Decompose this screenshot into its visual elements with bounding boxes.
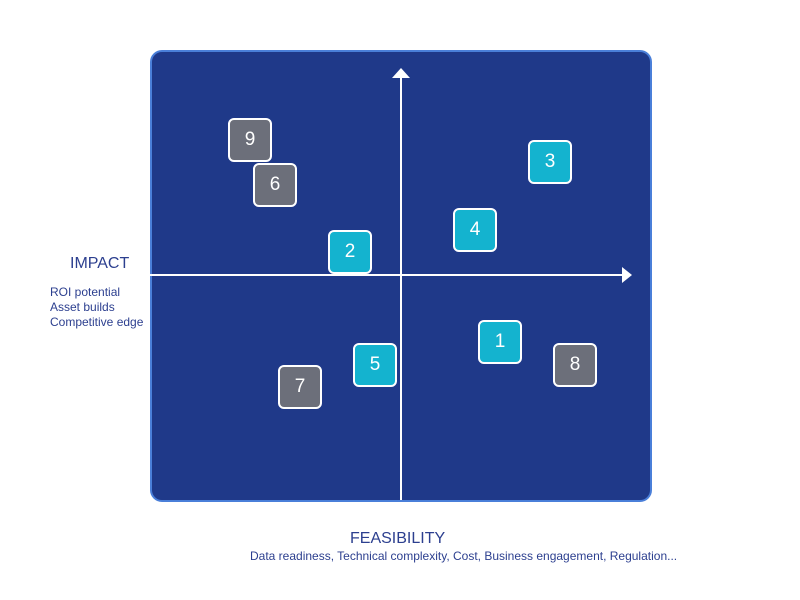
tile-6[interactable]: 6	[253, 163, 297, 207]
tile-2[interactable]: 2	[328, 230, 372, 274]
tile-1[interactable]: 1	[478, 320, 522, 364]
arrow-right-icon	[622, 267, 632, 283]
impact-axis-title: IMPACT	[70, 255, 130, 272]
arrow-up-icon	[392, 68, 410, 78]
horizontal-axis-line	[150, 274, 628, 276]
impact-criteria-list: ROI potential Asset builds Competitive e…	[50, 285, 143, 330]
tile-7[interactable]: 7	[278, 365, 322, 409]
tile-4[interactable]: 4	[453, 208, 497, 252]
tile-8[interactable]: 8	[553, 343, 597, 387]
tile-5[interactable]: 5	[353, 343, 397, 387]
tile-3[interactable]: 3	[528, 140, 572, 184]
impact-criterion: Competitive edge	[50, 315, 144, 329]
tile-9[interactable]: 9	[228, 118, 272, 162]
feasibility-criteria: Data readiness, Technical complexity, Co…	[250, 549, 678, 563]
vertical-axis-line	[400, 72, 402, 500]
impact-criterion: ROI potential	[50, 285, 121, 299]
feasibility-axis-title: FEASIBILITY	[350, 530, 446, 547]
impact-criterion: Asset builds	[50, 300, 115, 314]
